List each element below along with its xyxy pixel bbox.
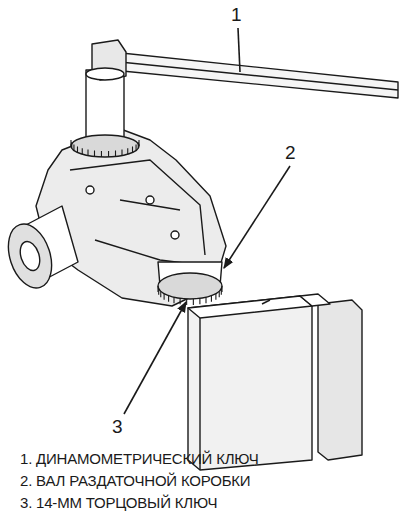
- gear-tooth: [219, 291, 220, 297]
- gear-tooth: [205, 297, 206, 303]
- gear-teeth: [158, 286, 222, 305]
- gear-tooth: [77, 146, 78, 152]
- gear-tooth: [108, 151, 109, 157]
- gear-tooth: [138, 140, 139, 146]
- shaft-gear: [71, 135, 139, 157]
- gear-tooth: [173, 297, 174, 303]
- flange-hub: [17, 239, 43, 273]
- output-flange: [1, 218, 59, 293]
- gear-tooth: [132, 146, 133, 152]
- housing-rib: [70, 160, 205, 265]
- gear-tooth: [136, 144, 137, 150]
- gear-tooth: [87, 150, 88, 156]
- gear-tooth: [115, 150, 116, 156]
- gear-tooth: [186, 299, 187, 305]
- wrench-pointer: [120, 62, 398, 90]
- vise-jaw: [188, 296, 312, 470]
- callout-number: 3: [112, 416, 123, 438]
- bolt: [146, 196, 154, 204]
- callout-number: 1: [231, 4, 242, 26]
- gear-tooth: [221, 286, 222, 292]
- gear-tooth: [180, 298, 181, 304]
- gear-tooth: [121, 150, 122, 156]
- part-name: 1. ДИНАМОМЕТРИЧЕСКИЙ КЛЮЧ: [20, 449, 259, 468]
- gear-tooth: [101, 151, 102, 157]
- gear-tooth: [94, 150, 95, 156]
- vise-edge: [199, 318, 200, 470]
- leader-line: [238, 28, 240, 72]
- gear-tooth: [73, 144, 74, 150]
- bolt: [86, 186, 94, 194]
- gear-tooth: [82, 148, 83, 154]
- shaft-gear: [158, 273, 222, 299]
- part-name: 3. 14-ММ ТОРЦОВЫЙ КЛЮЧ: [20, 493, 217, 512]
- gear-tooth: [168, 296, 169, 302]
- gear-tooth: [164, 294, 165, 300]
- socket: [86, 68, 124, 80]
- vise-mark: [262, 300, 270, 304]
- part-name: 2. ВАЛ РАЗДАТОЧНОЙ КОРОБКИ: [20, 471, 250, 490]
- leader-line: [224, 166, 290, 268]
- gear-tooth: [211, 296, 212, 302]
- vise-jaw: [300, 294, 330, 306]
- gear-teeth: [71, 140, 139, 157]
- gear-tooth: [158, 289, 159, 295]
- gear-tooth: [193, 299, 194, 305]
- vise-jaw: [318, 300, 362, 460]
- gear-tooth: [160, 291, 161, 297]
- gear-tooth: [215, 294, 216, 300]
- gear-tooth: [127, 148, 128, 154]
- gear-tooth: [71, 142, 72, 148]
- callout-number: 2: [285, 142, 296, 164]
- leader-line: [124, 302, 186, 414]
- vise-jaw-top: [188, 296, 312, 318]
- wrench-bar: [112, 52, 398, 98]
- bolt: [171, 231, 179, 239]
- gear-tooth: [199, 298, 200, 304]
